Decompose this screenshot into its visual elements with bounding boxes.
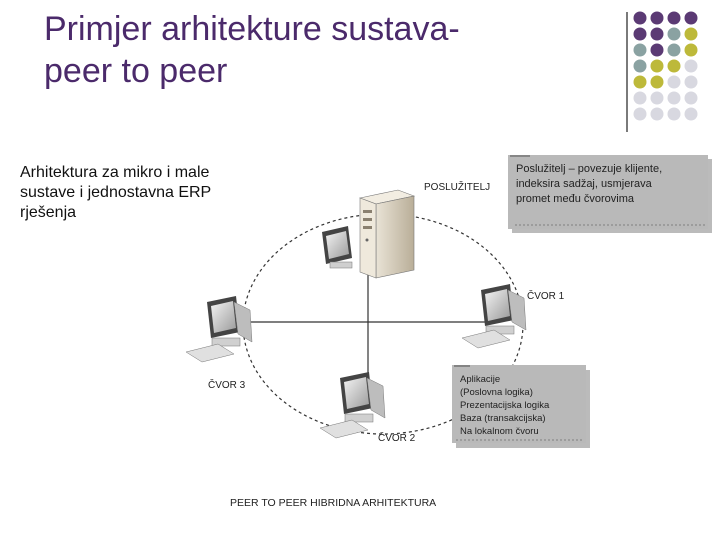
server-note-line-3: promet među čvorovima [516, 193, 635, 205]
decor-dot [684, 43, 698, 57]
node-note-callout: Aplikacije (Poslovna logika) Prezentacij… [452, 365, 590, 448]
body-text: Arhitektura za mikro i male sustave i je… [20, 163, 260, 223]
decor-dot [667, 11, 681, 25]
decor-dot [667, 43, 681, 57]
node-note-line-4: Baza (transakcijska) [460, 413, 546, 424]
decor-dot [650, 59, 664, 73]
node-note-line-2: (Poslovna logika) [460, 387, 533, 398]
decor-dot [633, 27, 647, 41]
decor-dot [684, 107, 698, 121]
node-note-line-3: Prezentacijska logika [460, 400, 550, 411]
decor-dot [633, 91, 647, 105]
decor-divider [626, 12, 628, 132]
server-note-line-1: Poslužitelj – povezuje klijente, [516, 163, 662, 175]
decor-dot [633, 107, 647, 121]
body-line-2: sustave i jednostavna ERP [20, 184, 212, 201]
diagram-caption: PEER TO PEER HIBRIDNA ARHITEKTURA [230, 497, 436, 509]
slide-title: Primjer arhitekture sustava- peer to pee… [44, 8, 584, 92]
decor-dot [667, 91, 681, 105]
decor-dot [633, 59, 647, 73]
decor-dot [650, 43, 664, 57]
node-note-line-5: Na lokalnom čvoru [460, 426, 539, 437]
decor-dot [633, 75, 647, 89]
decor-dot [633, 11, 647, 25]
title-line-1: Primjer arhitekture sustava- [44, 10, 460, 48]
server-monitor-icon [322, 226, 353, 269]
node1-computer-icon [461, 284, 527, 349]
decor-dot [650, 11, 664, 25]
node3-label: ČVOR 3 [208, 378, 246, 391]
decor-dot [684, 27, 698, 41]
decor-dot [684, 59, 698, 73]
decor-dot [667, 27, 681, 41]
server-icon [358, 189, 416, 279]
title-line-2: peer to peer [44, 52, 228, 90]
server-label: POSLUŽITELJ [424, 180, 490, 193]
node2-label: ČVOR 2 [378, 431, 416, 444]
body-line-1: Arhitektura za mikro i male [20, 164, 210, 181]
node2-computer-icon [319, 372, 386, 439]
decor-dot [633, 43, 647, 57]
decor-dot [650, 27, 664, 41]
server-note-callout: Poslužitelj – povezuje klijente, indeksi… [508, 155, 712, 233]
decor-dot [684, 11, 698, 25]
server-note-line-2: indeksira sadžaj, usmjerava [516, 178, 653, 190]
node1-label: ČVOR 1 [527, 289, 565, 302]
decor-dot [650, 91, 664, 105]
decor-dot-grid [633, 11, 698, 121]
node-note-line-1: Aplikacije [460, 374, 500, 385]
decor-dot [650, 107, 664, 121]
decor-dot [667, 107, 681, 121]
body-line-3: rješenja [20, 204, 77, 221]
node3-computer-icon [185, 296, 253, 363]
decor-dot [667, 75, 681, 89]
decor-dot [684, 75, 698, 89]
decor-dot [684, 91, 698, 105]
decor-dot [650, 75, 664, 89]
decor-dot [667, 59, 681, 73]
